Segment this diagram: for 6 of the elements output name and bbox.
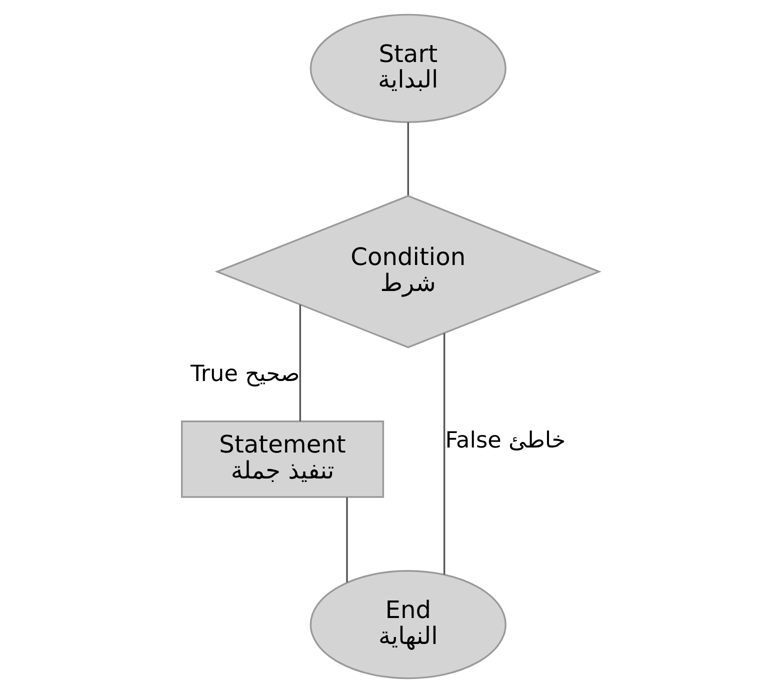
edge-label: True صحيح xyxy=(190,360,300,387)
connector xyxy=(443,333,446,575)
connector xyxy=(407,122,409,196)
edge-label: False خاطئ xyxy=(445,428,566,454)
connector xyxy=(299,304,302,422)
connector xyxy=(346,498,348,582)
